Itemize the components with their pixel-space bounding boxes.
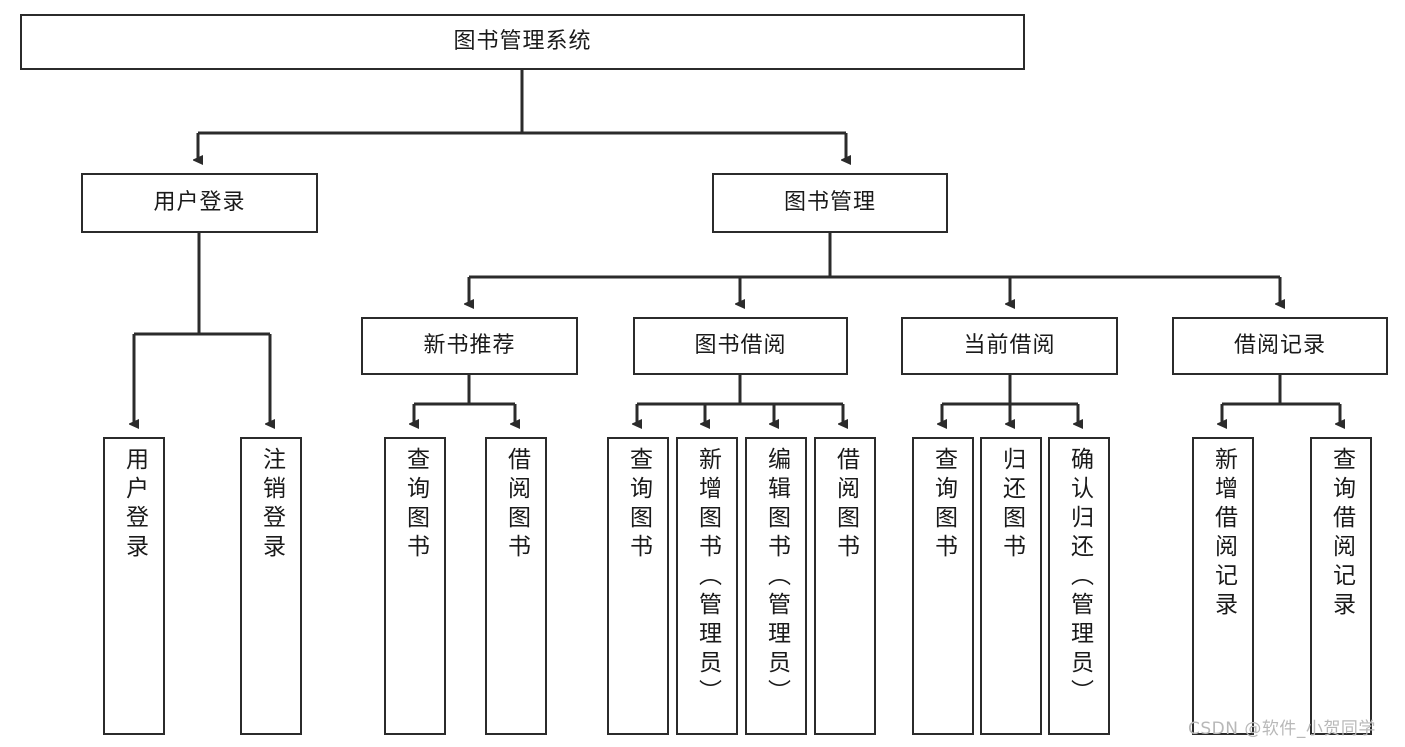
node-label: 用户登录	[121, 447, 148, 563]
node-book-borrow[interactable]: 图书借阅	[633, 317, 848, 375]
node-label: 借阅图书	[832, 447, 859, 563]
node-label: 新增借阅记录	[1210, 447, 1237, 621]
node-borrow-record[interactable]: 借阅记录	[1172, 317, 1388, 375]
node-user-login[interactable]: 用户登录	[81, 173, 318, 233]
node-label: 当前借阅	[963, 332, 1056, 358]
node-label: 用户登录	[153, 189, 246, 215]
leaf-add-book-admin[interactable]: 新增图书（管理员）	[676, 437, 738, 735]
node-label: 借阅图书	[503, 447, 530, 563]
leaf-query-book-borrow[interactable]: 查询图书	[607, 437, 669, 735]
node-root-book-management-system[interactable]: 图书管理系统	[20, 14, 1025, 70]
node-label: 新书推荐	[423, 332, 516, 358]
leaf-return-book[interactable]: 归还图书	[980, 437, 1042, 735]
node-label: 注销登录	[258, 447, 285, 563]
leaf-query-book-current[interactable]: 查询图书	[912, 437, 974, 735]
csdn-watermark: CSDN @软件_小贺同学	[1188, 719, 1376, 739]
leaf-add-borrow-record[interactable]: 新增借阅记录	[1192, 437, 1254, 735]
node-label: 图书借阅	[694, 332, 787, 358]
node-label: 查询图书	[625, 447, 652, 563]
node-label: 查询图书	[402, 447, 429, 563]
node-new-book-recommend[interactable]: 新书推荐	[361, 317, 578, 375]
node-current-borrow[interactable]: 当前借阅	[901, 317, 1118, 375]
leaf-query-borrow-record[interactable]: 查询借阅记录	[1310, 437, 1372, 735]
leaf-borrow-book-recommend[interactable]: 借阅图书	[485, 437, 547, 735]
node-label: 借阅记录	[1233, 332, 1326, 358]
node-label: 新增图书（管理员）	[694, 447, 721, 708]
node-label: 归还图书	[998, 447, 1025, 563]
leaf-borrow-book[interactable]: 借阅图书	[814, 437, 876, 735]
node-label: 图书管理	[783, 189, 876, 215]
leaf-confirm-return-admin[interactable]: 确认归还（管理员）	[1048, 437, 1110, 735]
node-label: 编辑图书（管理员）	[763, 447, 790, 708]
leaf-query-book-recommend[interactable]: 查询图书	[384, 437, 446, 735]
leaf-logout[interactable]: 注销登录	[240, 437, 302, 735]
node-label: 确认归还（管理员）	[1066, 447, 1093, 708]
node-label: 查询借阅记录	[1328, 447, 1355, 621]
node-label: 图书管理系统	[453, 28, 592, 54]
node-book-management[interactable]: 图书管理	[712, 173, 948, 233]
node-label: 查询图书	[930, 447, 957, 563]
leaf-edit-book-admin[interactable]: 编辑图书（管理员）	[745, 437, 807, 735]
leaf-user-login[interactable]: 用户登录	[103, 437, 165, 735]
